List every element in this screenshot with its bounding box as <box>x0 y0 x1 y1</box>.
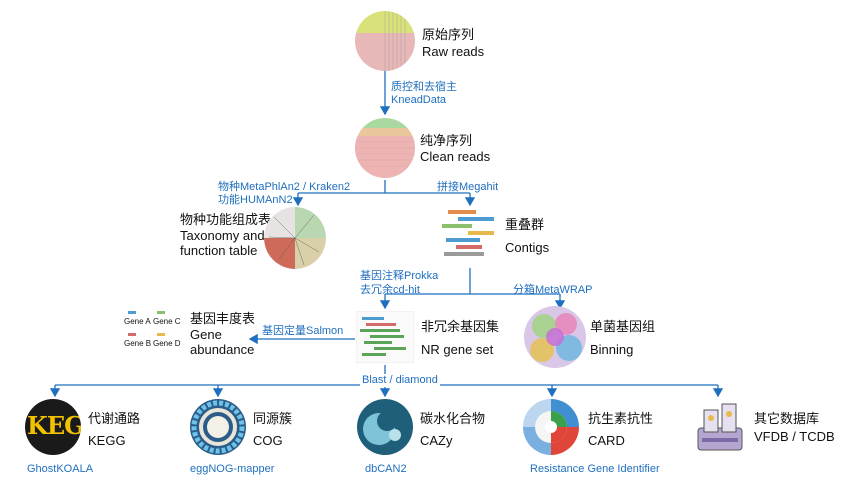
gene-d-label: Gene D <box>153 339 181 348</box>
cazy-title-en: CAZy <box>420 433 453 448</box>
cog-tool-label: eggNOG-mapper <box>190 463 275 475</box>
clean-reads-title-en: Clean reads <box>420 149 491 164</box>
annotation-edge-label-2: 去冗余cd-hit <box>360 284 420 296</box>
clean-reads-title-zh: 纯净序列 <box>420 133 473 148</box>
gene-c-label: Gene C <box>153 317 181 326</box>
other-db-title-zh: 其它数据库 <box>754 411 820 426</box>
binning-title-en: Binning <box>590 342 634 357</box>
cog-title-en: COG <box>253 433 283 448</box>
gene-abundance-title-en-1: Gene <box>190 327 222 342</box>
contigs-thumbnail <box>438 208 500 263</box>
gene-a-label: Gene A <box>124 317 151 326</box>
qc-label: 质控和去宿主 <box>391 81 457 93</box>
taxonomy-tree-thumbnail <box>264 207 326 269</box>
gene-b-label: Gene B <box>124 339 152 348</box>
kegg-tool-label: GhostKOALA <box>27 463 94 475</box>
nr-gene-title-en: NR gene set <box>421 342 494 357</box>
clean-reads-thumbnail <box>355 118 415 178</box>
cazy-tool-label: dbCAN2 <box>365 463 407 475</box>
cog-title-zh: 同源簇 <box>253 411 293 426</box>
taxonomy-title-zh: 物种功能组成表 <box>180 212 272 227</box>
raw-reads-thumbnail <box>355 11 415 71</box>
taxonomy-title-en-2: function table <box>180 243 258 258</box>
card-tool-label: Resistance Gene Identifier <box>530 463 660 475</box>
gene-abundance-thumbnail: Gene A Gene C Gene B Gene D <box>124 308 184 350</box>
binning-edge-label: 分箱MetaWRAP <box>513 284 593 296</box>
raw-reads-title-en: Raw reads <box>422 44 485 59</box>
card-title-zh: 抗生素抗性 <box>588 411 654 426</box>
cazy-molecule-icon <box>357 399 413 455</box>
kegg-logo-icon: KEGG <box>25 399 81 455</box>
taxonomy-edge-label-2: 功能HUMAnN2 <box>218 194 293 206</box>
binning-title-zh: 单菌基因组 <box>590 319 656 334</box>
nr-gene-thumbnail <box>356 311 414 363</box>
raw-reads-title-zh: 原始序列 <box>422 27 475 42</box>
kegg-title-zh: 代谢通路 <box>88 411 141 426</box>
gene-abundance-title-zh: 基因丰度表 <box>190 311 256 326</box>
contigs-title-zh: 重叠群 <box>505 217 545 232</box>
other-db-title-en: VFDB / TCDB <box>754 429 835 444</box>
cog-circos-icon <box>190 399 246 455</box>
gene-abundance-title-en-2: abundance <box>190 342 255 357</box>
cazy-title-zh: 碳水化合物 <box>420 411 486 426</box>
binning-thumbnail <box>524 306 586 368</box>
nr-gene-title-zh: 非冗余基因集 <box>421 319 500 334</box>
card-title-en: CARD <box>588 433 625 448</box>
quantification-edge-label: 基因定量Salmon <box>262 325 344 337</box>
contigs-title-en: Contigs <box>505 240 550 255</box>
qc-tool-label: KneadData <box>391 94 447 106</box>
kegg-logo-text: KEGG <box>27 411 81 440</box>
taxonomy-title-en-1: Taxonomy and <box>180 228 265 243</box>
taxonomy-edge-label-1: 物种MetaPhlAn2 / Kraken2 <box>218 181 351 193</box>
assembly-edge-label: 拼接Megahit <box>437 181 499 193</box>
kegg-title-en: KEGG <box>88 433 126 448</box>
blast-edge-label: Blast / diamond <box>360 374 440 387</box>
card-wheel-icon <box>522 398 580 456</box>
annotation-edge-label-1: 基因注释Prokka <box>360 270 439 282</box>
database-server-icon <box>692 398 748 456</box>
